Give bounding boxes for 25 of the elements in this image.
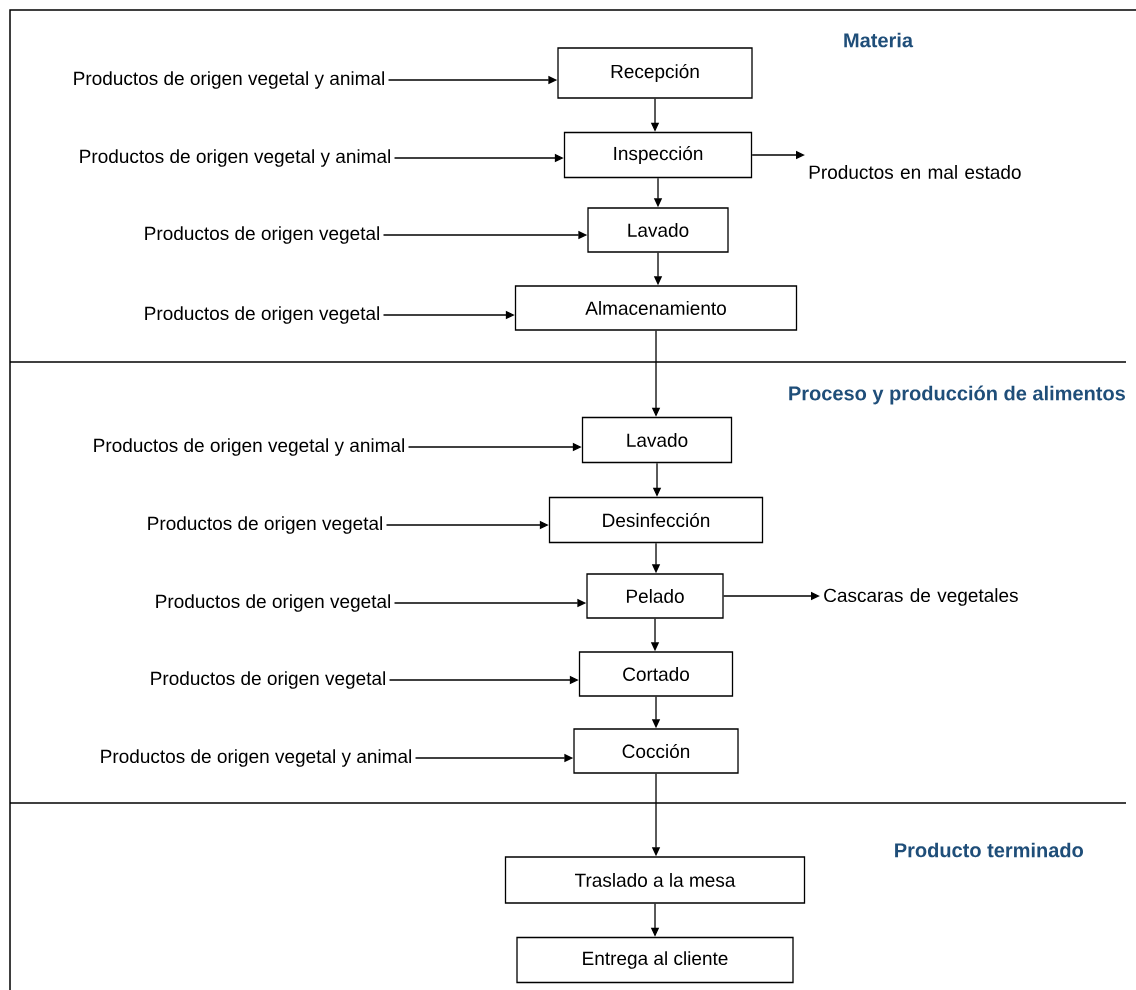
process-box: Lavado [587,207,729,253]
section-heading: Materia [844,32,914,48]
process-box: Cortado [578,651,734,697]
process-box: Entrega al cliente [516,936,794,984]
input-text: Productos de origen vegetal y animal [101,749,411,767]
process-box: Traslado a la mesa [504,856,806,904]
process-box: Inspección [563,131,753,179]
process-box: Lavado [581,416,733,464]
section-heading: Proceso y producción de alimentos [789,385,1125,405]
input-text: Productos de origen vegetal [148,516,382,534]
input-text: Productos de origen vegetal [156,594,390,612]
input-text: Productos de origen vegetal [145,226,379,244]
process-box: Almacenamiento [514,285,798,331]
process-box: Cocción [573,728,739,774]
process-box: Pelado [586,573,724,619]
process-box: Desinfección [548,496,764,544]
input-text: Productos de origen vegetal [151,671,385,689]
input-text: Productos de origen vegetal y animal [74,71,384,89]
input-text: Productos de origen vegetal y animal [94,438,404,456]
input-text: Productos de origen vegetal [145,306,379,324]
input-text: Productos de origen vegetal y animal [80,149,390,167]
output-text: Cascaras de vegetales [824,588,1018,606]
output-text: Productos en mal estado [809,165,1021,179]
section-heading: Producto terminado [895,842,1083,858]
process-box: Recepción [557,47,753,99]
